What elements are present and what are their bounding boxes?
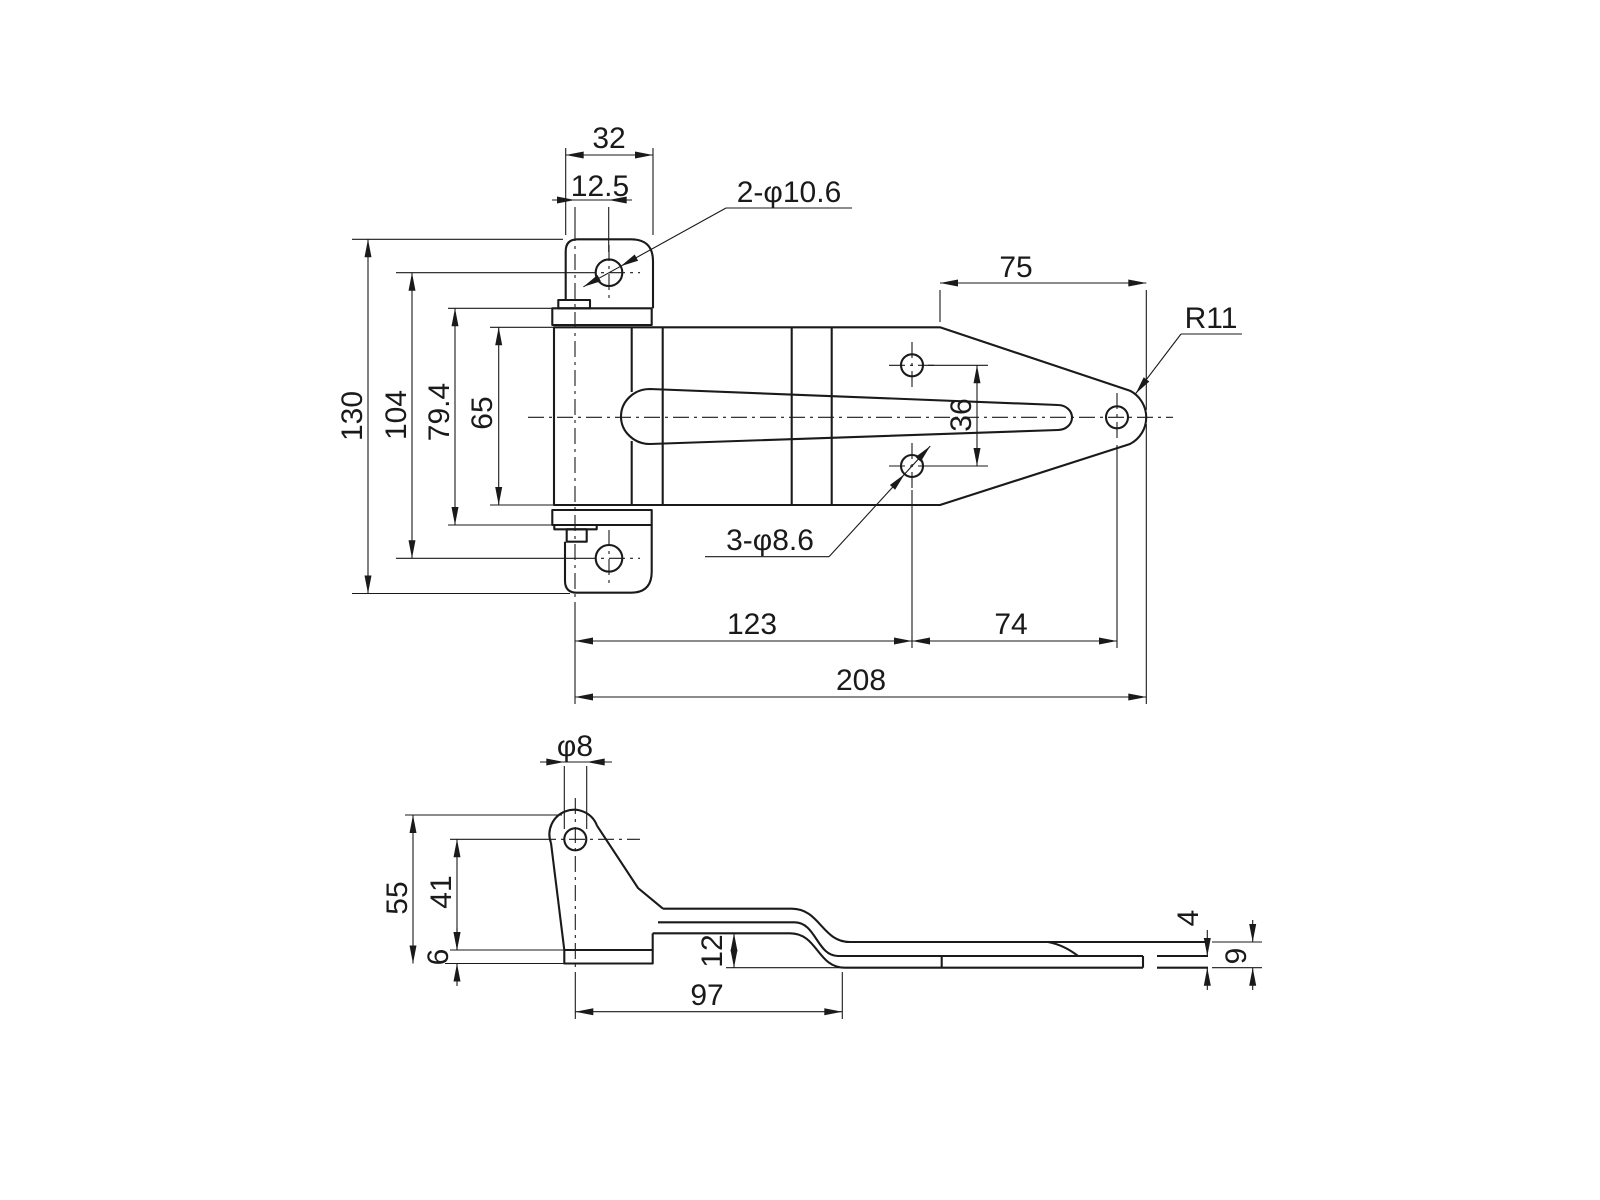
dim-label: 74 (994, 608, 1027, 641)
dim-label: 208 (836, 664, 886, 697)
dim-label: 75 (999, 251, 1032, 284)
dim-label: φ8 (557, 730, 593, 763)
bottom-tab-outline (563, 525, 653, 594)
bottom-washer (551, 508, 653, 527)
dim-pin-hole: φ8 (540, 730, 612, 829)
dim-base-length: 97 (575, 972, 843, 1019)
dim-label: 123 (727, 608, 777, 641)
bracket-boss (548, 808, 598, 844)
bottom-tab-step2 (565, 528, 588, 543)
dim-label: 130 (336, 391, 369, 441)
top-washer (551, 307, 653, 327)
plate-top-line (658, 921, 1143, 958)
dim-tab-hole-spacing: 104 (380, 272, 580, 559)
dim-overall-height: 130 (336, 238, 570, 595)
dim-strap-thickness: 4 (1172, 910, 1211, 990)
dim-pin-center-height: 41 (425, 839, 565, 951)
dim-overall-length: 208 (575, 424, 1147, 704)
rib-outline (620, 387, 1073, 446)
dim-label: 12.5 (571, 170, 629, 203)
top-tab-outline (564, 238, 655, 309)
dim-strap-width: 65 (466, 326, 554, 506)
dim-label: 32 (592, 122, 625, 155)
rib-top-line (663, 907, 1208, 944)
base-plate (563, 948, 654, 965)
label-strap-holes: 3-φ8.6 (705, 445, 931, 558)
bracket-right-edge (596, 825, 664, 910)
dim-bracket-height: 55 (381, 814, 565, 965)
dim-hole-offset: 12.5 (552, 170, 632, 252)
dim-pin-to-holes: 123 74 (575, 445, 1118, 648)
dim-knuckle-span: 79.4 (423, 307, 552, 526)
dim-offset-drop: 12 (696, 933, 848, 969)
rib-fade-curve (1047, 940, 1079, 957)
dim-label: 36 (945, 398, 978, 431)
dim-label: 97 (690, 979, 723, 1012)
side-view: φ8 55 41 6 (381, 730, 1262, 1019)
dim-strap-hole-spacing: 36 (928, 364, 988, 467)
top-view: 32 12.5 2-φ10.6 75 (336, 122, 1242, 704)
dim-label: 104 (380, 390, 413, 440)
top-tab-step (557, 298, 592, 310)
radius-callout: R11 (1185, 302, 1238, 335)
dim-label: 79.4 (423, 383, 456, 441)
dim-label: 65 (466, 396, 499, 429)
label-tab-holes: 2-φ10.6 (583, 176, 852, 288)
dim-end-height: 9 (1212, 920, 1262, 990)
dim-label: 4 (1172, 910, 1205, 927)
dim-base-thickness: 6 (422, 928, 461, 986)
dim-label: 41 (425, 875, 458, 908)
dim-label: 6 (422, 949, 455, 966)
dim-tab-width: 32 (565, 122, 654, 235)
hole-callout: 3-φ8.6 (726, 524, 814, 557)
dim-taper-length: 75 (939, 251, 1147, 410)
label-tip-radius: R11 (1135, 302, 1242, 395)
bracket-left-edge (549, 842, 566, 951)
dim-label: 12 (696, 934, 729, 967)
dim-label: 55 (381, 881, 414, 914)
dim-label: 9 (1220, 948, 1253, 965)
hole-callout: 2-φ10.6 (737, 176, 842, 209)
strap-outline (552, 326, 1148, 507)
